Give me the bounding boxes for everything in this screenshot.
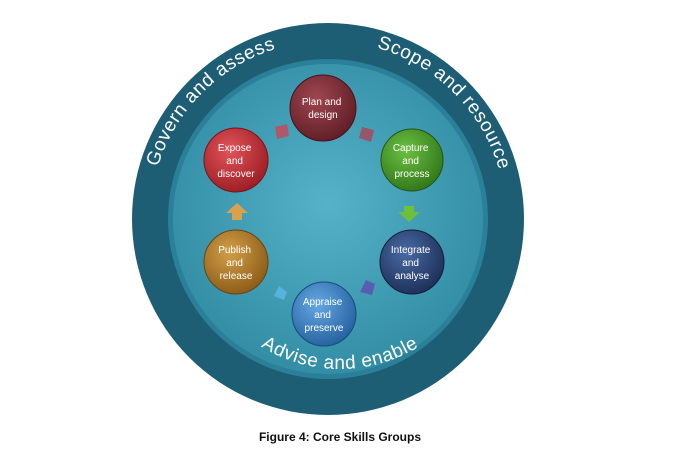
arrow-expose-to-plan: [275, 124, 289, 139]
node-appraise-line1: Appraise: [303, 297, 343, 308]
node-capture-line1: Capture: [393, 143, 429, 154]
arrow-publish-to-expose: [226, 203, 248, 220]
node-appraise-and-preserve: Appraise and preserve: [291, 281, 357, 347]
svg-text:Expose and discove: Expose and discover: [217, 143, 255, 180]
node-publish-line3: release: [220, 271, 253, 282]
node-integrate-and-analyse: Integrate and analyse: [379, 229, 445, 295]
figure-caption: Figure 4: Core Skills Groups: [258, 430, 422, 444]
svg-text:Appraise and prese: Appraise and preserve: [303, 297, 345, 334]
node-publish-line1: Publish: [218, 245, 251, 256]
svg-text:Publish and releas: Publish and release: [218, 245, 254, 282]
node-plan-line1: Plan and: [302, 97, 341, 108]
node-capture-line2: and: [402, 156, 419, 167]
node-integrate-line1: Integrate: [391, 245, 431, 256]
node-expose-line1: Expose: [218, 143, 252, 154]
arrow-integrate-to-appraise: [360, 280, 375, 295]
node-publish-and-release: Publish and release: [203, 229, 269, 295]
node-capture-and-process: Capture and process: [380, 128, 444, 192]
node-expose-and-discover: Expose and discover: [203, 127, 269, 193]
cycle-arrows: [226, 124, 420, 300]
svg-text:Integrate and anal: Integrate and analyse: [391, 245, 433, 282]
node-expose-line3: discover: [217, 169, 255, 180]
node-expose-line2: and: [226, 156, 243, 167]
node-appraise-line2: and: [314, 310, 331, 321]
node-integrate-line3: analyse: [395, 271, 430, 282]
node-appraise-line3: preserve: [305, 323, 344, 334]
svg-text:Capture and proces: Capture and process: [393, 143, 431, 180]
node-plan-line2: design: [308, 110, 337, 121]
arrow-appraise-to-publish: [274, 286, 287, 300]
arrow-plan-to-capture: [359, 127, 374, 142]
node-publish-line2: and: [226, 258, 243, 269]
node-capture-line3: process: [394, 169, 429, 180]
arrow-capture-to-integrate: [398, 206, 420, 222]
svg-text:Plan and design: Plan and design: [302, 97, 344, 121]
node-plan-and-design: Plan and design: [289, 74, 357, 142]
node-integrate-line2: and: [402, 258, 419, 269]
